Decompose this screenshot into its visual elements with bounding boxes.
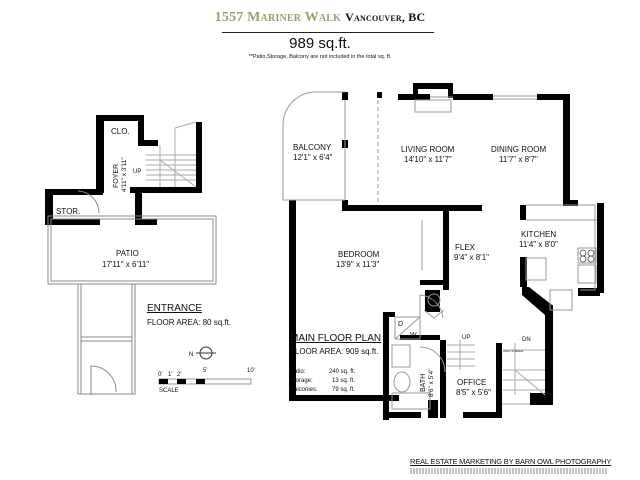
balcony-label: BALCONY	[293, 143, 332, 152]
bath-label: BATH	[420, 374, 427, 392]
flex-label: FLEX	[455, 243, 476, 252]
living-room-dims: 14'10" x 11'7"	[404, 155, 452, 164]
extra-balconies-label: Balconies:	[290, 387, 318, 393]
dw-d-label: D	[398, 321, 403, 328]
scale-tick-0: 0'	[158, 372, 162, 378]
bedroom-label: BEDROOM	[338, 250, 380, 259]
scale-bar	[158, 378, 252, 385]
compass-icon	[196, 346, 216, 360]
bath-dims: 8'6" x 5'4"	[428, 368, 435, 397]
office-dims: 8'5" x 5'6"	[456, 388, 491, 397]
foyer-label: FOYER	[113, 164, 120, 188]
total-area: 989 sq.ft.	[289, 35, 351, 52]
city: Vancouver, BC	[345, 10, 426, 24]
closet-label: CLO.	[111, 127, 130, 136]
patio-dims: 17'11" x 6'11"	[102, 260, 149, 269]
dining-room-dims: 11'7" x 8'7"	[499, 155, 538, 164]
area-note: **Patio,Storage, Balcony are not include…	[248, 54, 392, 60]
scale-tick-5: 5'	[203, 368, 207, 374]
entrance-stairs-up: UP	[133, 169, 141, 175]
extra-patio-value: 240 sq. ft.	[329, 369, 356, 375]
kitchen-dims: 11'4" x 8'0"	[519, 240, 558, 249]
scale-tick-2: 2'	[177, 372, 181, 378]
footer-credit: REAL ESTATE MARKETING BY BARN OWL PHOTOG…	[410, 457, 612, 466]
extra-storage-value: 13 sq. ft.	[332, 378, 356, 384]
extra-storage-label: Storage:	[290, 378, 313, 384]
scale-tick-10: 10'	[247, 368, 255, 374]
title-divider	[222, 32, 434, 33]
entrance-outlines	[47, 121, 217, 395]
main-outlines	[282, 91, 597, 410]
entrance-heading: ENTRANCE	[147, 303, 203, 314]
living-room-label: LIVING ROOM	[401, 145, 455, 154]
extra-patio-label: Patio:	[290, 369, 306, 375]
entrance-walls	[45, 115, 202, 225]
patio-label: PATIO	[116, 249, 139, 258]
main-floor-heading: MAIN FLOOR PLAN	[290, 333, 382, 344]
stove-burners-icon	[579, 249, 595, 263]
bedroom-dims: 13'9" x 11'3"	[336, 260, 379, 269]
scale-tick-1: 1'	[168, 372, 172, 378]
water-heater-label: WH	[430, 299, 439, 305]
compass-north: N	[189, 352, 193, 358]
address: 1557 Mariner Walk	[214, 10, 342, 25]
storage-label: STOR.	[56, 207, 80, 216]
balcony-dims: 12'1" x 6'4"	[293, 153, 333, 162]
entrance-floor-area: FLOOR AREA: 80 sq.ft.	[147, 318, 232, 327]
scale-label: SCALE	[159, 388, 179, 394]
open-to-below-label: Open To Below	[503, 349, 524, 353]
kitchen-label: KITCHEN	[521, 230, 556, 239]
extra-balconies-value: 79 sq. ft.	[332, 387, 356, 393]
footer-fine-print	[410, 468, 608, 474]
stairs-down-label: DN	[522, 337, 531, 343]
foyer-dims: 4'11" x 3'11"	[121, 157, 128, 192]
stairs-up-label: UP	[462, 335, 470, 341]
flex-dims: 9'4" x 8'1"	[454, 253, 489, 262]
dining-room-label: DINING ROOM	[491, 145, 546, 154]
dw-w-label: W	[410, 332, 417, 339]
main-floor-area: FLOOR AREA: 909 sq.ft.	[290, 347, 379, 356]
office-label: OFFICE	[457, 378, 486, 387]
